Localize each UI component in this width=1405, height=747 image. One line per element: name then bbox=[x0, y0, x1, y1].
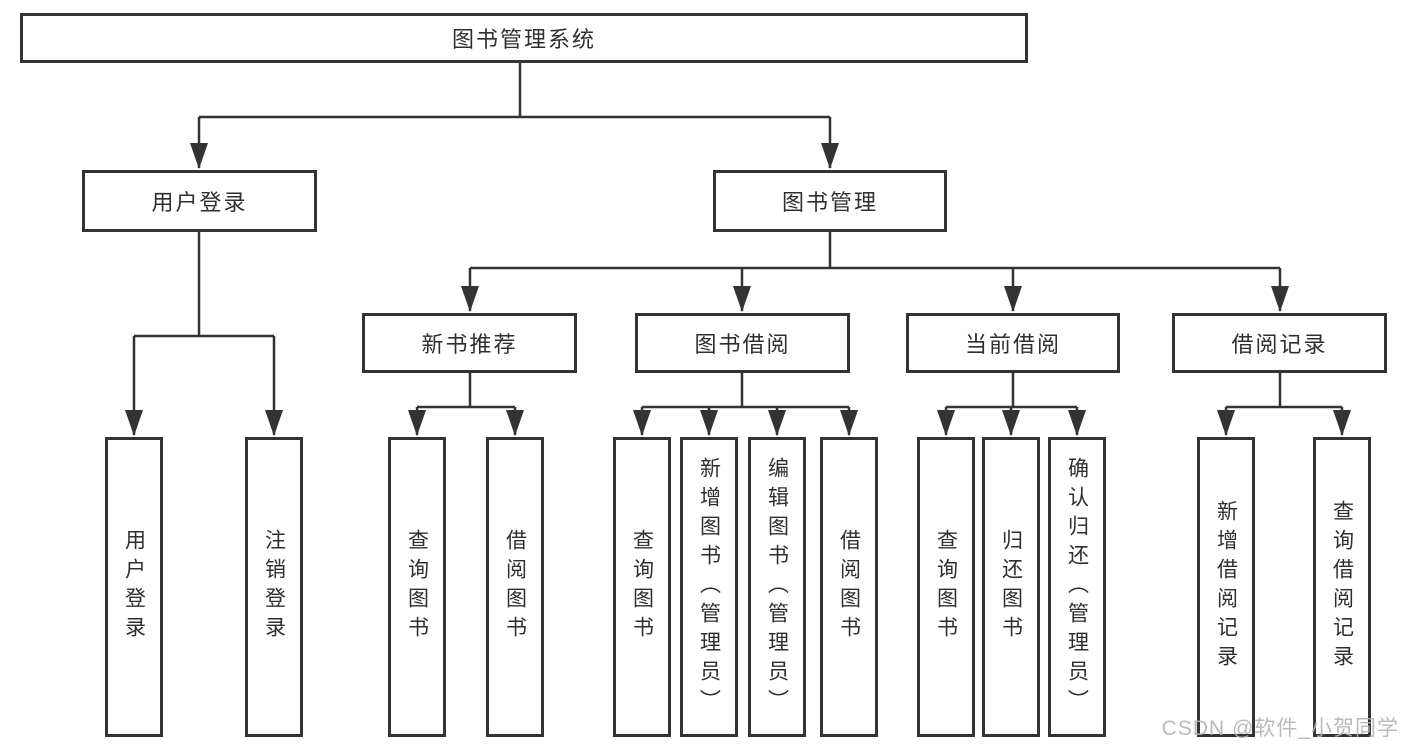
leaf-logout-login: 注销登录 bbox=[245, 437, 303, 737]
node-label: 注销登录 bbox=[262, 529, 286, 645]
node-label: 查询图书 bbox=[630, 529, 654, 645]
node-label: 图书管理 bbox=[781, 190, 878, 215]
node-label: 新增图书（管理员） bbox=[697, 456, 721, 718]
leaf-add-books-admin: 新增图书（管理员） bbox=[680, 437, 738, 737]
csdn-watermark: CSDN @软件_小贺同学 bbox=[1161, 717, 1399, 740]
leaf-query-books-borrow: 查询图书 bbox=[613, 437, 671, 737]
leaf-query-books-current: 查询图书 bbox=[917, 437, 975, 737]
leaf-user-login: 用户登录 bbox=[105, 437, 163, 737]
leaf-query-books-recommend: 查询图书 bbox=[388, 437, 446, 737]
leaf-edit-books-admin: 编辑图书（管理员） bbox=[748, 437, 806, 737]
node-label: 查询图书 bbox=[934, 529, 958, 645]
node-label: 查询图书 bbox=[405, 529, 429, 645]
node-label: 图书管理系统 bbox=[451, 27, 596, 52]
node-label: 查询借阅记录 bbox=[1330, 500, 1354, 674]
node-user-login: 用户登录 bbox=[82, 170, 317, 232]
node-label: 用户登录 bbox=[122, 529, 146, 645]
node-current-borrow: 当前借阅 bbox=[906, 313, 1120, 373]
node-book-management: 图书管理 bbox=[713, 170, 947, 232]
leaf-query-borrow-record: 查询借阅记录 bbox=[1313, 437, 1371, 737]
node-label: 编辑图书（管理员） bbox=[765, 456, 789, 718]
node-label: 当前借阅 bbox=[964, 332, 1061, 357]
leaf-return-books: 归还图书 bbox=[982, 437, 1040, 737]
node-book-borrow: 图书借阅 bbox=[635, 313, 850, 373]
node-label: 新书推荐 bbox=[421, 332, 518, 357]
node-label: 借阅记录 bbox=[1231, 332, 1328, 357]
node-label: 借阅图书 bbox=[837, 529, 861, 645]
node-label: 图书借阅 bbox=[694, 332, 791, 357]
node-new-book-recommend: 新书推荐 bbox=[362, 313, 577, 373]
node-label: 用户登录 bbox=[151, 190, 248, 215]
leaf-borrow-books-recommend: 借阅图书 bbox=[486, 437, 544, 737]
node-borrow-records: 借阅记录 bbox=[1172, 313, 1387, 373]
node-library-management-system: 图书管理系统 bbox=[20, 13, 1028, 63]
node-label: 确认归还（管理员） bbox=[1065, 456, 1089, 718]
leaf-confirm-return-admin: 确认归还（管理员） bbox=[1048, 437, 1106, 737]
node-label: 借阅图书 bbox=[503, 529, 527, 645]
node-label: 归还图书 bbox=[999, 529, 1023, 645]
leaf-add-borrow-record: 新增借阅记录 bbox=[1197, 437, 1255, 737]
node-label: 新增借阅记录 bbox=[1214, 500, 1238, 674]
leaf-borrow-books: 借阅图书 bbox=[820, 437, 878, 737]
